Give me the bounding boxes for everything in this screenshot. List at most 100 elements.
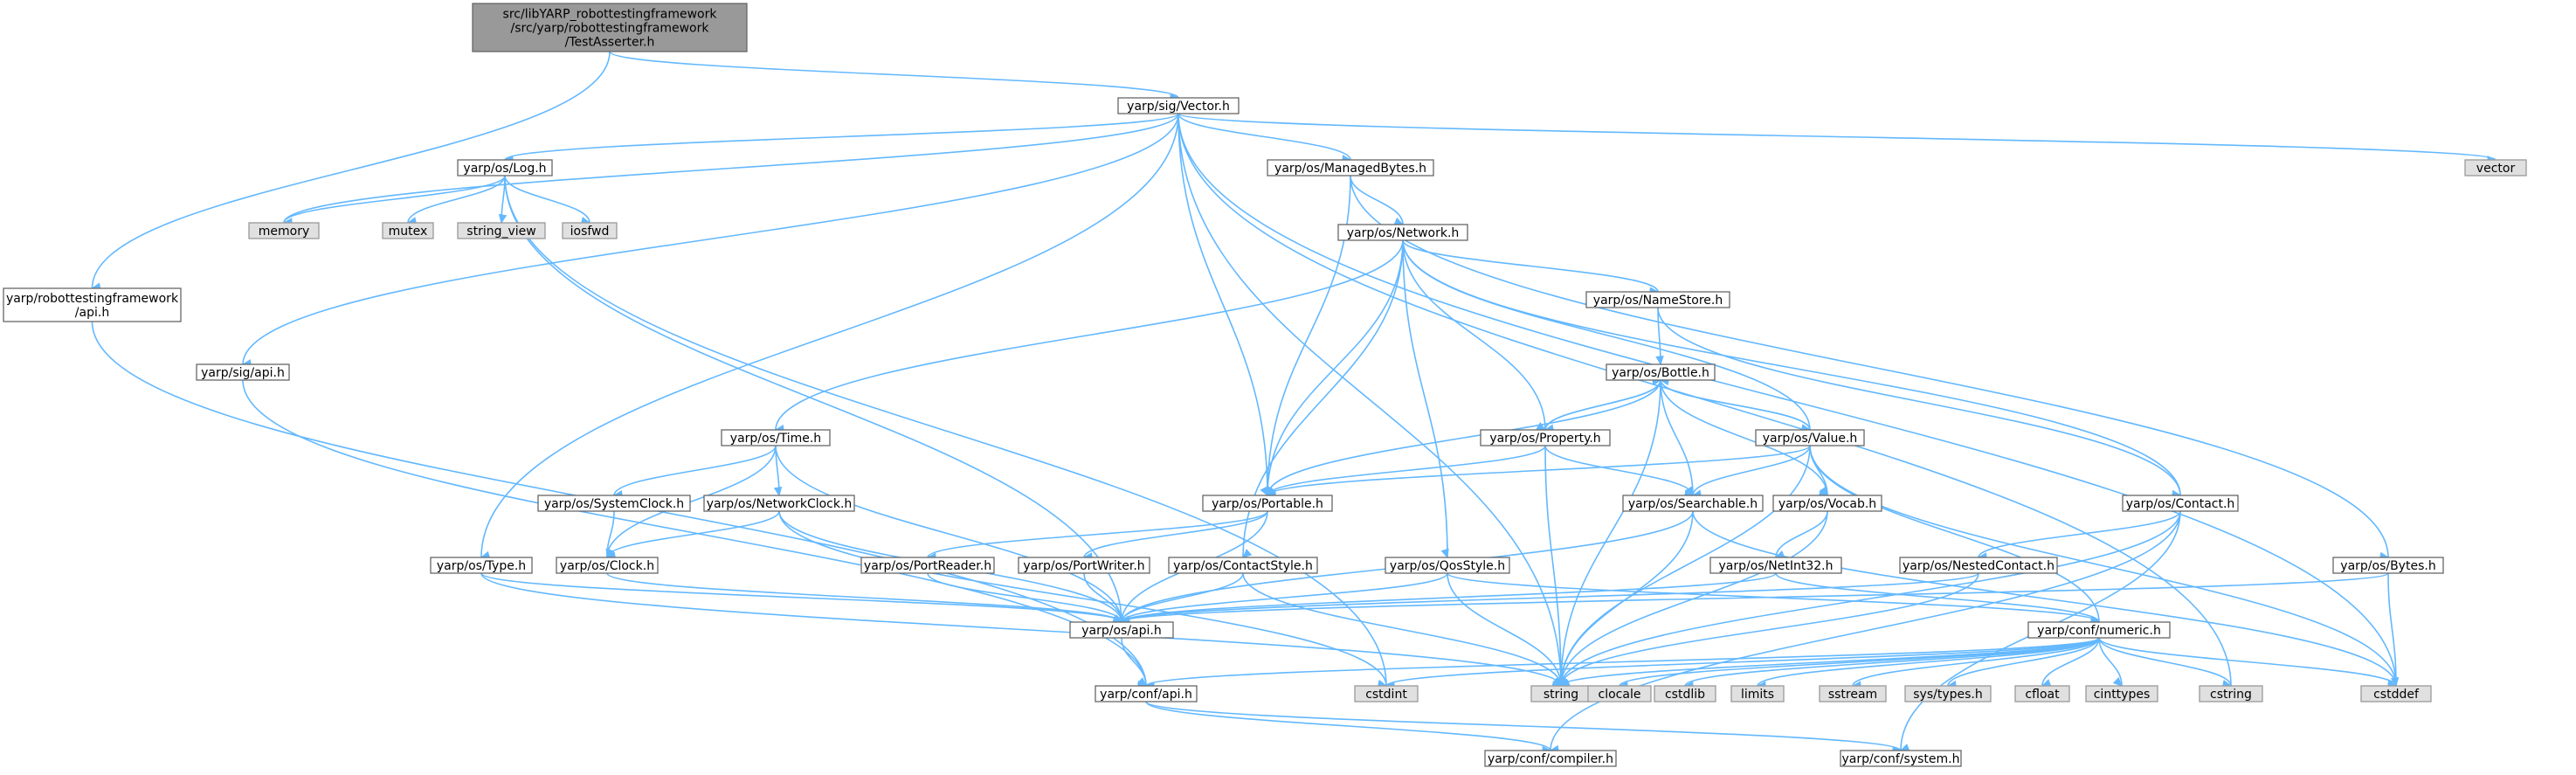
node-cstring[interactable]: cstring bbox=[2199, 685, 2263, 702]
node-systemclock[interactable]: yarp/os/SystemClock.h bbox=[537, 495, 691, 512]
node-sstream[interactable]: sstream bbox=[1819, 685, 1887, 702]
node-cstddef[interactable]: cstddef bbox=[2360, 685, 2432, 702]
node-label-network: yarp/os/Network.h bbox=[1347, 226, 1460, 240]
node-searchable[interactable]: yarp/os/Searchable.h bbox=[1622, 495, 1764, 512]
node-time_h[interactable]: yarp/os/Time.h bbox=[721, 429, 831, 446]
node-value[interactable]: yarp/os/Value.h bbox=[1755, 429, 1865, 446]
node-box-portwriter bbox=[1018, 557, 1150, 574]
node-root[interactable]: src/libYARP_robottestingframework/src/ya… bbox=[472, 3, 748, 52]
node-box-system_h bbox=[1840, 750, 1962, 767]
edge-property-to-bottle bbox=[1544, 379, 1661, 431]
node-property[interactable]: yarp/os/Property.h bbox=[1480, 429, 1611, 446]
edge-bottle-to-searchable bbox=[1660, 379, 1694, 496]
node-network[interactable]: yarp/os/Network.h bbox=[1337, 224, 1468, 241]
node-networkclock[interactable]: yarp/os/NetworkClock.h bbox=[703, 495, 855, 512]
edge-network-to-value bbox=[1402, 239, 1811, 431]
node-label-root: /TestAsserter.h bbox=[565, 36, 655, 50]
node-vector[interactable]: vector bbox=[2464, 159, 2527, 176]
edge-numeric-to-cstring bbox=[2098, 637, 2232, 687]
edge-network-to-time_h bbox=[775, 239, 1404, 431]
edge-time_h-to-systemclock bbox=[613, 445, 777, 496]
node-label-rtf_api: yarp/robottestingframework bbox=[6, 292, 179, 306]
edge-netint32-to-numeric bbox=[1775, 572, 2100, 623]
edge-log_h-to-iosfwd bbox=[504, 175, 590, 224]
node-namestore[interactable]: yarp/os/NameStore.h bbox=[1585, 291, 1730, 308]
node-numeric[interactable]: yarp/conf/numeric.h bbox=[2027, 621, 2171, 639]
node-contact[interactable]: yarp/os/Contact.h bbox=[2122, 495, 2239, 512]
node-string[interactable]: string bbox=[1530, 685, 1592, 702]
node-portwriter[interactable]: yarp/os/PortWriter.h bbox=[1018, 557, 1150, 574]
node-portreader[interactable]: yarp/os/PortReader.h bbox=[860, 557, 995, 574]
node-label-cinttypes: cinttypes bbox=[2094, 688, 2151, 702]
node-managedbytes[interactable]: yarp/os/ManagedBytes.h bbox=[1267, 159, 1434, 176]
node-clocale[interactable]: clocale bbox=[1587, 685, 1652, 702]
node-clock_h[interactable]: yarp/os/Clock.h bbox=[556, 557, 659, 574]
node-box-vector bbox=[2464, 159, 2527, 176]
node-system_h[interactable]: yarp/conf/system.h bbox=[1840, 750, 1962, 767]
node-box-namestore bbox=[1585, 291, 1730, 308]
node-label-limits: limits bbox=[1741, 688, 1774, 702]
edge-portreader-to-os_api bbox=[927, 572, 1122, 623]
node-sig_api[interactable]: yarp/sig/api.h bbox=[196, 363, 290, 381]
node-netint32[interactable]: yarp/os/NetInt32.h bbox=[1709, 557, 1842, 574]
node-iosfwd[interactable]: iosfwd bbox=[562, 222, 618, 239]
node-nestedcontact[interactable]: yarp/os/NestedContact.h bbox=[1899, 557, 2058, 574]
edge-vector_h-to-log_h bbox=[504, 113, 1179, 161]
node-mutex[interactable]: mutex bbox=[382, 222, 434, 239]
node-label-vector: vector bbox=[2476, 162, 2516, 176]
node-cstdlib[interactable]: cstdlib bbox=[1654, 685, 1716, 702]
node-memory[interactable]: memory bbox=[248, 222, 320, 239]
node-label-sstream: sstream bbox=[1828, 688, 1877, 702]
node-box-iosfwd bbox=[562, 222, 618, 239]
node-box-cstdlib bbox=[1654, 685, 1716, 702]
node-label-qosstyle: yarp/os/QosStyle.h bbox=[1390, 559, 1505, 573]
node-os_api[interactable]: yarp/os/api.h bbox=[1069, 621, 1174, 639]
node-label-portreader: yarp/os/PortReader.h bbox=[864, 559, 991, 573]
node-label-nestedcontact: yarp/os/NestedContact.h bbox=[1903, 559, 2055, 573]
node-label-portable: yarp/os/Portable.h bbox=[1212, 497, 1323, 511]
edge-numeric-to-cstdlib bbox=[1684, 637, 2100, 687]
node-cinttypes[interactable]: cinttypes bbox=[2085, 685, 2158, 702]
edge-property-to-portable bbox=[1267, 445, 1546, 496]
node-vocab[interactable]: yarp/os/Vocab.h bbox=[1772, 495, 1882, 512]
edge-root-to-vector_h bbox=[609, 51, 1179, 99]
node-box-sig_api bbox=[196, 363, 290, 381]
node-rtf_api[interactable]: yarp/robottestingframework/api.h bbox=[3, 287, 182, 322]
edge-vector_h-to-type_h bbox=[480, 113, 1179, 558]
node-box-memory bbox=[248, 222, 320, 239]
node-compiler[interactable]: yarp/conf/compiler.h bbox=[1484, 750, 1617, 767]
node-portable[interactable]: yarp/os/Portable.h bbox=[1202, 495, 1333, 512]
edge-networkclock-to-clock_h bbox=[606, 510, 780, 558]
node-cstdint[interactable]: cstdint bbox=[1354, 685, 1419, 702]
edge-log_h-to-cstdint bbox=[504, 175, 1387, 687]
node-log_h[interactable]: yarp/os/Log.h bbox=[457, 159, 553, 176]
edge-log_h-to-memory bbox=[283, 175, 506, 224]
edge-netint32-to-os_api bbox=[1121, 572, 1777, 623]
node-box-vector_h bbox=[1117, 97, 1240, 114]
node-conf_api[interactable]: yarp/conf/api.h bbox=[1095, 685, 1198, 702]
edge-vector_h-to-portable bbox=[1178, 113, 1268, 496]
node-string_view[interactable]: string_view bbox=[457, 222, 546, 239]
node-contactstyle[interactable]: yarp/os/ContactStyle.h bbox=[1168, 557, 1318, 574]
node-box-contact bbox=[2122, 495, 2239, 512]
edge-vector_h-to-string bbox=[1178, 113, 1562, 687]
edge-numeric-to-cinttypes bbox=[2098, 637, 2123, 687]
node-vector_h[interactable]: yarp/sig/Vector.h bbox=[1117, 97, 1240, 114]
node-bytes_h[interactable]: yarp/os/Bytes.h bbox=[2332, 557, 2444, 574]
node-type_h[interactable]: yarp/os/Type.h bbox=[430, 557, 533, 574]
edge-value-to-cstddef bbox=[1809, 445, 2397, 687]
node-box-numeric bbox=[2027, 621, 2171, 639]
node-qosstyle[interactable]: yarp/os/QosStyle.h bbox=[1385, 557, 1510, 574]
node-limits[interactable]: limits bbox=[1730, 685, 1785, 702]
node-label-cstddef: cstddef bbox=[2373, 688, 2420, 702]
edge-numeric-to-limits bbox=[1757, 637, 2100, 687]
node-label-searchable: yarp/os/Searchable.h bbox=[1628, 497, 1758, 511]
node-systypes[interactable]: sys/types.h bbox=[1904, 685, 1992, 702]
edge-numeric-to-conf_api bbox=[1145, 637, 2100, 687]
node-label-mutex: mutex bbox=[389, 225, 428, 239]
edge-numeric-to-cstdint bbox=[1385, 637, 2100, 687]
node-box-conf_api bbox=[1095, 685, 1198, 702]
node-bottle[interactable]: yarp/os/Bottle.h bbox=[1606, 363, 1716, 381]
node-cfloat[interactable]: cfloat bbox=[2014, 685, 2070, 702]
edge-portable-to-portwriter bbox=[1083, 510, 1268, 558]
